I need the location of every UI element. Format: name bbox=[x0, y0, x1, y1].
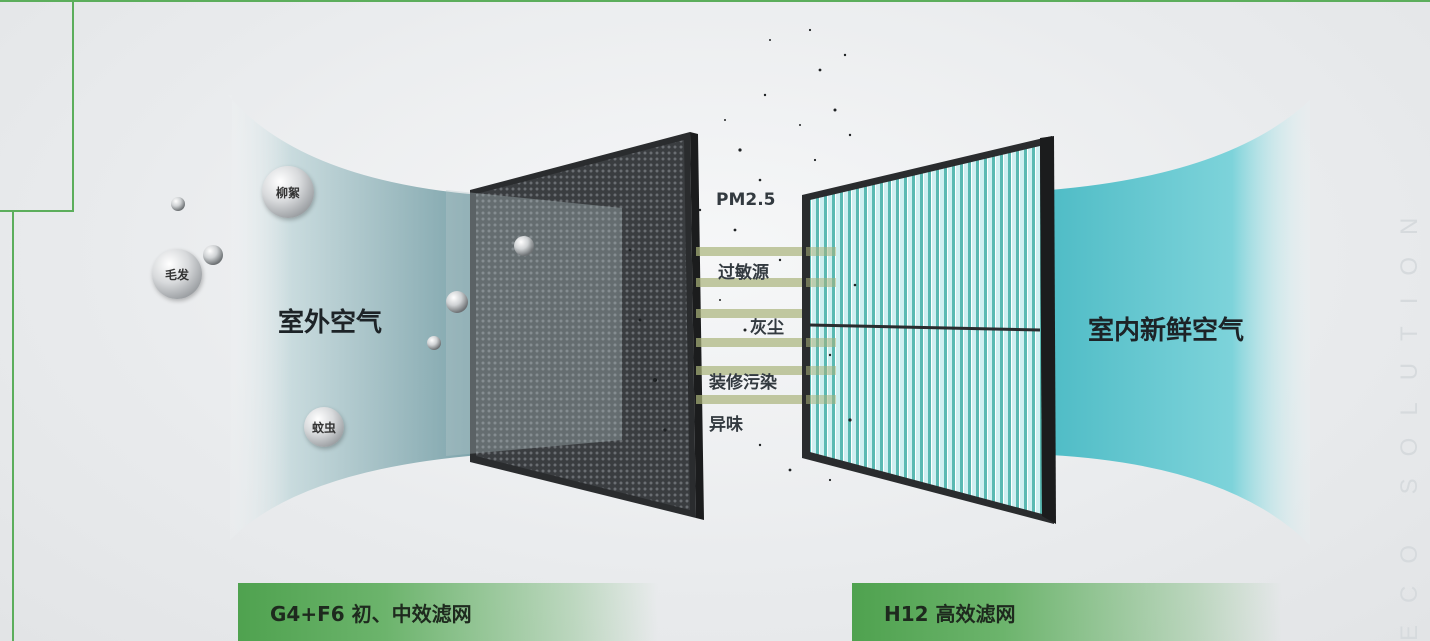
particle-label: 毛发 bbox=[164, 267, 189, 282]
pollutant-label: 灰尘 bbox=[750, 318, 784, 338]
frame-top-line bbox=[0, 0, 1430, 2]
particle-label: 柳絮 bbox=[275, 185, 300, 200]
particle-label: 蚊虫 bbox=[311, 420, 336, 435]
pollutant-label: 过敏源 bbox=[718, 263, 769, 283]
frame-corner-box bbox=[0, 0, 74, 212]
outdoor-air-label: 室外空气 bbox=[278, 308, 383, 338]
indoor-air-label: 室内新鲜空气 bbox=[1088, 316, 1245, 346]
primary-filter-bar: G4+F6 初、中效滤网 bbox=[238, 583, 658, 641]
particle-insects: 蚊虫 bbox=[304, 407, 344, 447]
frame-left-line bbox=[12, 210, 14, 641]
particle-hair: 毛发 bbox=[152, 249, 202, 299]
pollutant-label: 异味 bbox=[709, 415, 743, 435]
particle-willow-catkin: 柳絮 bbox=[262, 166, 314, 218]
primary-filter-label: G4+F6 初、中效滤网 bbox=[270, 601, 472, 626]
pollutant-label: 装修污染 bbox=[709, 373, 777, 393]
pollutant-label: PM2.5 bbox=[716, 190, 776, 210]
hepa-filter-label: H12 高效滤网 bbox=[884, 601, 1016, 626]
hepa-filter-bar: H12 高效滤网 bbox=[852, 583, 1282, 641]
